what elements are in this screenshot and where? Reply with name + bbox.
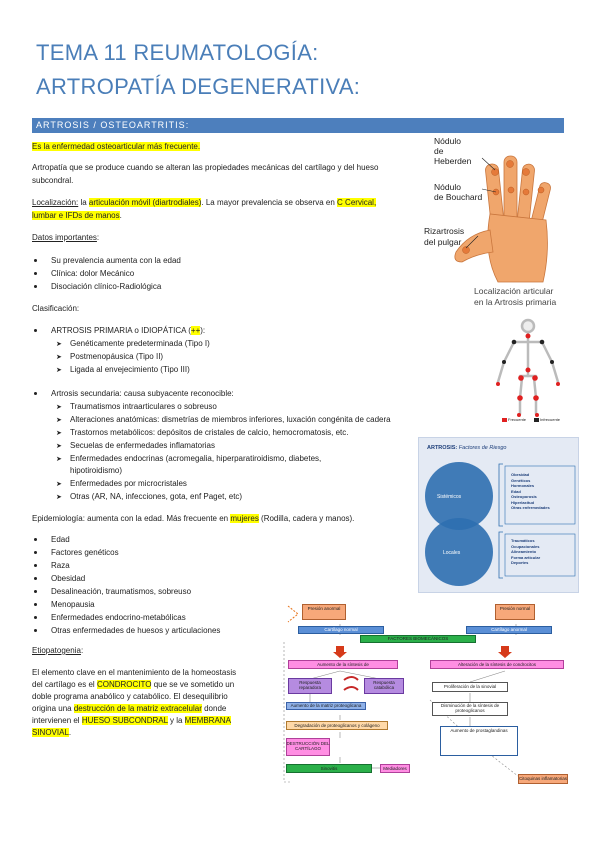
secundaria-subitem: ➤Trastornos metabólicos: depósitos de cr… <box>56 428 349 437</box>
definition-line-2: subcondral. <box>32 176 74 185</box>
flow-citoquinas: Citoquinas inflamatorias <box>518 776 568 781</box>
epidemiologia-item: Otras enfermedades de huesos y articulac… <box>34 625 220 636</box>
pathogenesis-flowchart: Presión anormal Presión normal Cartílago… <box>280 600 570 792</box>
flow-aumento-sintesis: Aumento de la síntesis de <box>317 662 369 667</box>
flow-box <box>518 774 568 784</box>
epidemiologia-item: Obesidad <box>34 573 85 584</box>
flow-box <box>286 764 372 773</box>
flow-box <box>286 721 388 730</box>
etio-line: origina una destrucción de la matriz ext… <box>32 704 227 713</box>
flow-aumento-matriz: Aumento de la matriz proteoglicana <box>290 703 362 708</box>
etio-line: SINOVIAL. <box>32 728 72 737</box>
flow-box <box>364 678 404 694</box>
flow-box <box>302 604 346 620</box>
flow-degradacion: Degradación de proteoglicanos y colágeno <box>294 723 380 728</box>
flow-box <box>440 726 518 756</box>
secundaria-subitem-cont: hipotiroidismo) <box>70 466 123 475</box>
datos-item: Su prevalencia aumenta con la edad <box>34 255 181 266</box>
epidemiologia-item: Menopausia <box>34 599 95 610</box>
flow-respuesta-reparadora: Respuesta reparadora <box>298 680 321 690</box>
flow-box <box>430 660 564 669</box>
flow-box <box>288 660 398 669</box>
title-line-1: TEMA 11 REUMATOLOGÍA: <box>36 40 319 65</box>
flow-alteracion-sintesis: Alteración de la síntesis de condrocitos <box>457 662 537 667</box>
epidemiologia-item: Factores genéticos <box>34 547 119 558</box>
flow-box <box>298 626 384 634</box>
secundaria-subitem: ➤Secuelas de enfermedades inflamatorias <box>56 441 215 450</box>
datos-item: Disociación clínico-Radiológica <box>34 281 161 292</box>
primaria-subitem: ➤Genéticamente predeterminada (Tipo I) <box>56 339 210 348</box>
localizacion-line-2: lumbar e IFDs de manos. <box>32 211 122 220</box>
definition-line-1: Artropatía que se produce cuando se alte… <box>32 163 379 172</box>
section-banner: ARTROSIS / OSTEOARTRITIS: <box>32 118 564 133</box>
flow-box <box>288 678 332 694</box>
artrosis-primaria: ARTROSIS PRIMARIA o IDIOPÁTICA (++): <box>34 325 205 336</box>
flow-box <box>286 738 330 756</box>
intro-highlight: Es la enfermedad osteoarticular más frec… <box>32 142 201 151</box>
skeleton-illustration <box>496 318 560 422</box>
flow-sinovitis: Sinovitis <box>320 766 338 771</box>
flow-box <box>380 764 410 773</box>
risk-factors-panel: ARTROSIS: Factores de Riesgo Sistémicos … <box>418 437 579 593</box>
etio-line: El elemento clave en el mantenimiento de… <box>32 668 237 677</box>
flow-presion-normal: Presión normal <box>499 606 531 611</box>
flow-mediadores: Mediadores <box>383 766 407 771</box>
flow-aumento-prostaglandinas: Aumento de prostaglandinas <box>450 728 508 733</box>
epidemiologia-item: Raza <box>34 560 70 571</box>
secundaria-subitem: ➤Enfermedades por microcristales <box>56 479 187 488</box>
hand-illustration <box>454 155 551 283</box>
datos-heading: Datos importantes: <box>32 233 100 242</box>
secundaria-subitem: ➤Alteraciones anatómicas: dismetrías de … <box>56 415 391 424</box>
legend-infrecuente: Infrecuente <box>540 417 561 422</box>
circle-locales: Locales <box>443 550 461 556</box>
flow-box <box>432 702 508 716</box>
legend-frecuente: Frecuente <box>508 417 527 422</box>
risk-venn <box>425 462 576 586</box>
risk-title: ARTROSIS: Factores de Riesgo <box>427 445 507 451</box>
secundaria-subitem: ➤Enfermedades endocrinas (acromegalia, h… <box>56 454 322 463</box>
primaria-subitem: ➤Postmenopáusica (Tipo II) <box>56 352 164 361</box>
flow-presion-anormal: Presión anormal <box>307 606 341 611</box>
datos-item: Clínica: dolor Mecánico <box>34 268 134 279</box>
flow-box <box>432 682 508 692</box>
flow-box <box>286 702 366 710</box>
localizacion-line-1: Localización: la articulación móvil (dia… <box>32 198 377 207</box>
flow-disminucion-sintesis: Disminución de la síntesis de proteoglic… <box>440 703 500 713</box>
primaria-subitem: ➤Ligada al envejecimiento (Tipo III) <box>56 365 190 374</box>
artrosis-secundaria: Artrosis secundaria: causa subyacente re… <box>34 388 234 399</box>
flow-box <box>360 635 476 643</box>
flow-box <box>466 626 552 634</box>
flow-respuesta-catabolica: Respuesta catabólica <box>373 680 395 690</box>
clasificacion-heading: Clasificación: <box>32 304 80 313</box>
epidemiologia-line: Epidemiología: aumenta con la edad. Más … <box>32 514 355 523</box>
etiopatogenia-heading: Etiopatogenia: <box>32 646 84 655</box>
flow-cartilago-anormal: Cartílago anormal <box>491 627 527 632</box>
etio-line: del cartílago es el CONDROCITO que se ve… <box>32 680 235 689</box>
secundaria-subitem: ➤Traumatismos intraarticulares o sobreus… <box>56 402 217 411</box>
title-line-2: ARTROPATÍA DEGENERATIVA: <box>36 74 361 99</box>
circle-sistemicos: Sistémicos <box>437 494 462 500</box>
secundaria-subitem: ➤Otras (AR, NA, infecciones, gota, enf P… <box>56 492 243 501</box>
flow-factores-biomecanicos: FACTORES BIOMECÁNICOS <box>387 636 449 641</box>
epidemiologia-item: Desalineación, traumatismos, sobreuso <box>34 586 191 597</box>
etio-line: intervienen el HUESO SUBCONDRAL y la MEM… <box>32 716 231 725</box>
flow-destruccion-cartilago: DESTRUCCIÓN DEL CARTÍLAGO <box>286 741 330 751</box>
flow-cartilago-normal: Cartílago normal <box>324 627 358 632</box>
epidemiologia-item: Edad <box>34 534 70 545</box>
epidemiologia-item: Enfermedades endocrino-metabólicas <box>34 612 186 623</box>
flow-box <box>495 604 535 620</box>
flow-proliferacion-sinovial: Proliferación de la sinovial <box>443 684 497 689</box>
etio-line: doble programa anabólico y catabólico. E… <box>32 692 228 701</box>
